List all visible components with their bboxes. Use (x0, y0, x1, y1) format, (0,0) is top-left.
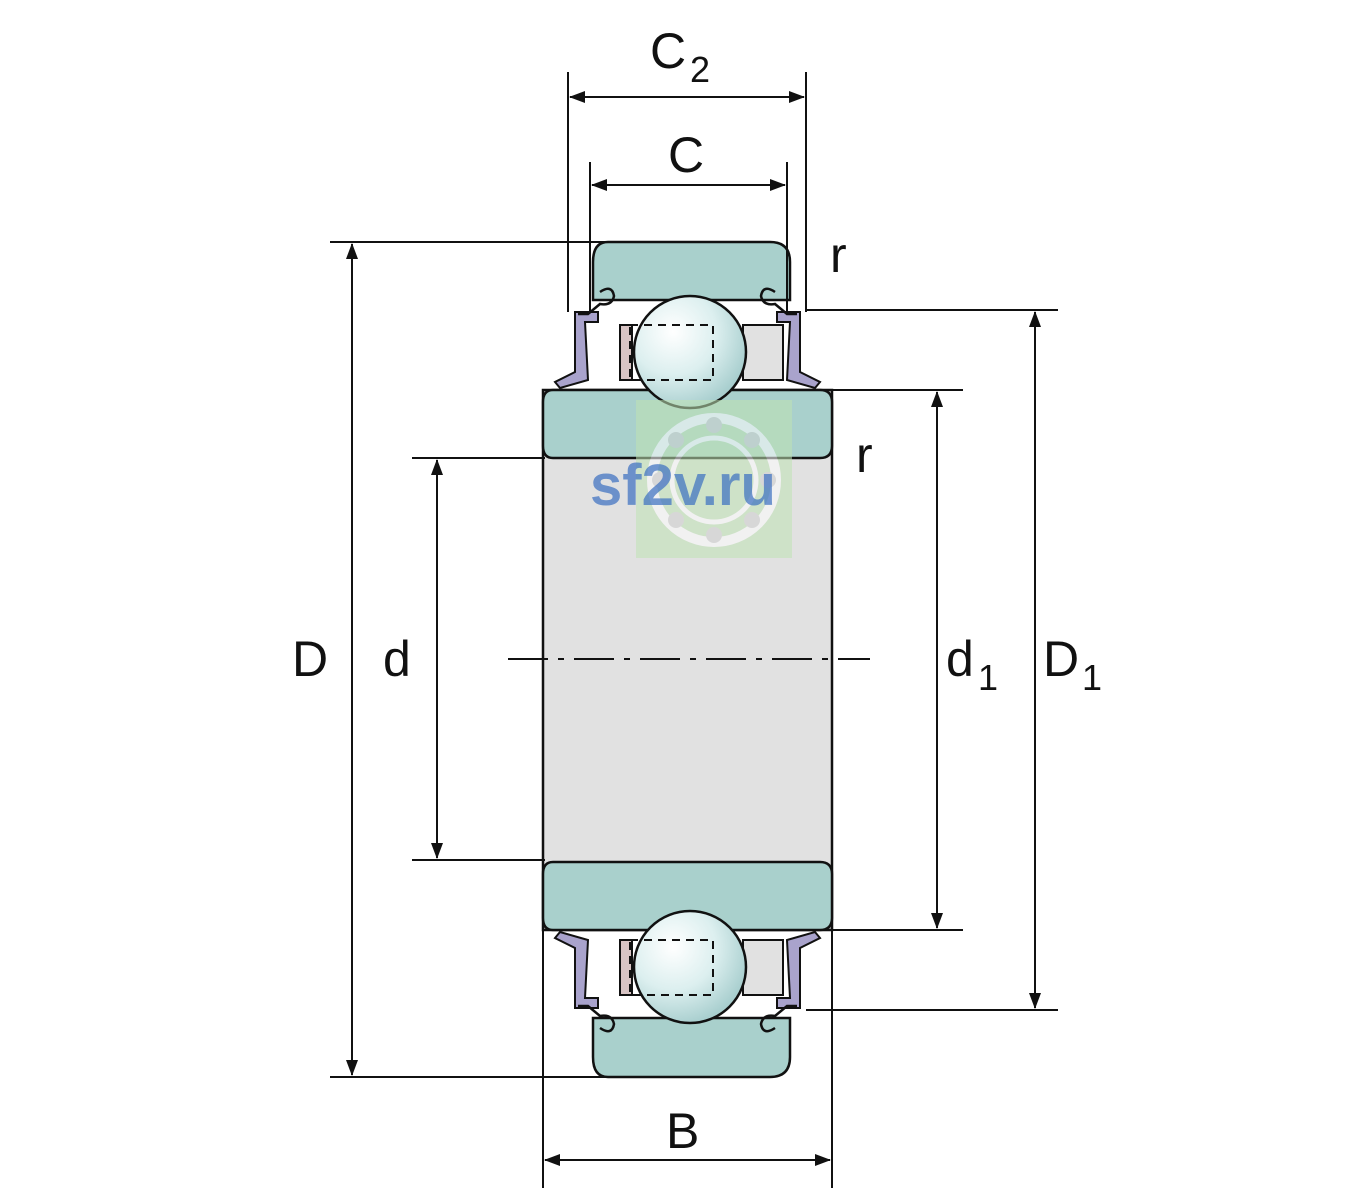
label-D1: D (1043, 631, 1079, 687)
label-d1: d (946, 631, 974, 687)
cage-bottom-right (742, 939, 784, 996)
cage-bottom (619, 939, 633, 996)
watermark-logo (636, 400, 792, 558)
seal-lip-bottom-right (759, 1004, 797, 1033)
seal-lip-top-left (578, 287, 616, 316)
seal-bottom-left (553, 930, 599, 1009)
inner-ring-bottom (541, 860, 834, 932)
seal-lip-top-right (759, 287, 797, 316)
label-C2: C (650, 23, 686, 79)
label-C: C (668, 127, 704, 183)
dimension-lines (346, 91, 1041, 1166)
label-r-mid: r (856, 427, 873, 483)
outer-ring-bottom (591, 1016, 792, 1079)
ball-bottom (632, 909, 748, 1025)
label-D: D (292, 631, 328, 687)
seal-top-right (776, 311, 822, 390)
cage-top (619, 324, 633, 381)
label-d: d (383, 631, 411, 687)
label-C2-sub: 2 (690, 49, 710, 90)
ball-top (632, 294, 748, 410)
outer-ring-top (591, 240, 792, 302)
cage-top-right (742, 324, 784, 381)
seal-lip-bottom-left (578, 1004, 616, 1033)
label-r-top: r (830, 227, 847, 283)
label-B: B (666, 1103, 699, 1159)
label-D1-sub: 1 (1082, 657, 1102, 698)
label-d1-sub: 1 (978, 657, 998, 698)
seal-top-left (553, 311, 599, 390)
extension-lines (330, 72, 1058, 1188)
watermark-text: sf2v.ru (590, 453, 776, 518)
seal-bottom-right (776, 930, 822, 1009)
